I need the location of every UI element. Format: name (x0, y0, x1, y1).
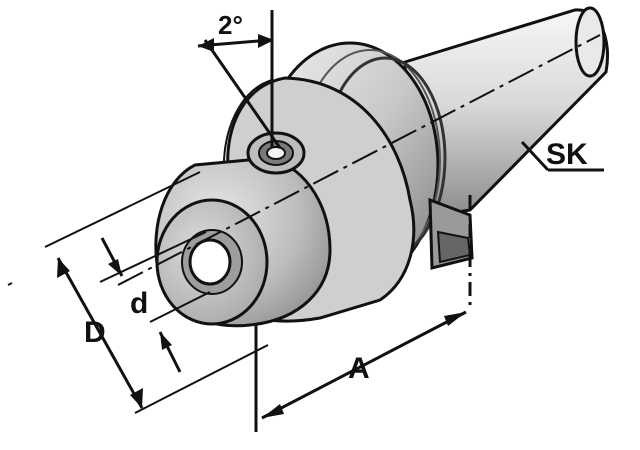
center-line (117, 34, 601, 286)
outer-diameter-label: D (84, 316, 106, 349)
bore-diameter-dimension: d (99, 231, 211, 373)
angle-dimension: 2° (197, 10, 282, 149)
taper-shank (403, 6, 609, 222)
taper-label-leader: SK (520, 138, 604, 172)
bore-diameter-label: d (130, 287, 148, 320)
outer-diameter-dimension: D (44, 171, 269, 414)
clamping-nose (154, 156, 332, 328)
set-screw (246, 131, 306, 175)
angle-label: 2° (218, 10, 243, 40)
length-dimension: A (254, 195, 472, 432)
length-label: A (348, 352, 370, 385)
taper-label: SK (546, 138, 588, 171)
stray-mark (7, 282, 13, 286)
